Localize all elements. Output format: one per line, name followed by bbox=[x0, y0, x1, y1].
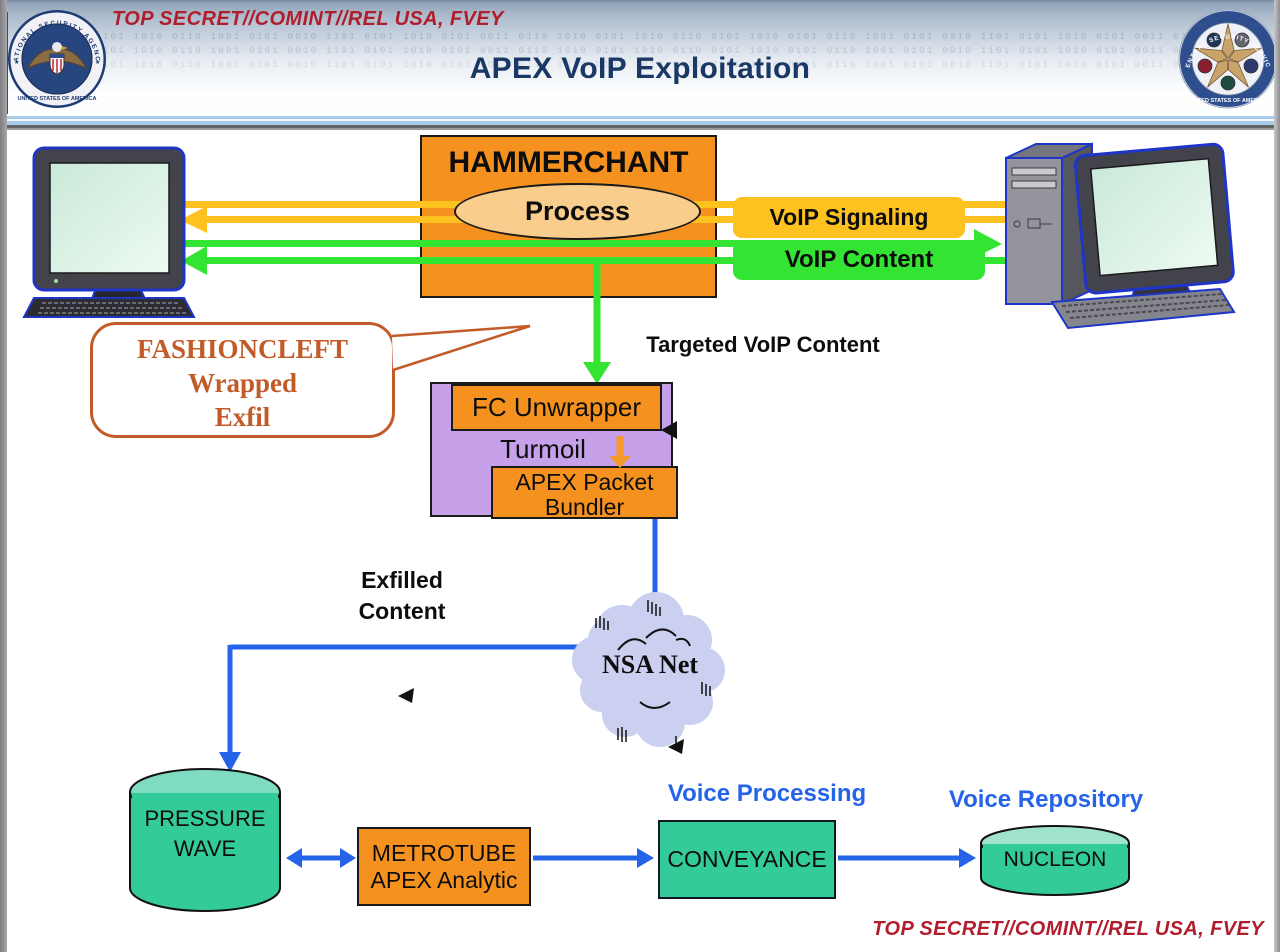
arrow-down-icon bbox=[583, 362, 611, 384]
small-arrow-left-icon bbox=[661, 421, 677, 439]
css-seal-ring-bottom-text: UNITED STATES OF AMERICA bbox=[1188, 98, 1267, 104]
turmoil-internal-arrow bbox=[609, 436, 631, 468]
binary-texture-row: 0101 1010 0110 1001 0101 0010 1101 0101 … bbox=[95, 45, 1270, 56]
small-triangle-icon bbox=[668, 739, 684, 754]
page-title: APEX VoIP Exploitation bbox=[469, 52, 811, 85]
pressure-wave-label: PRESSURE WAVE bbox=[144, 806, 266, 861]
monitor-screen bbox=[49, 162, 170, 274]
svg-text:★: ★ bbox=[14, 59, 19, 66]
arrow-left-icon bbox=[180, 206, 207, 233]
blue-connectors bbox=[227, 519, 962, 861]
voice-repository-label: Voice Repository bbox=[948, 786, 1144, 813]
nsa-net-label: NSA Net bbox=[601, 650, 699, 679]
apex-packet-bundler-box: APEX Packet Bundler bbox=[491, 466, 678, 520]
fc-unwrapper-box: FC Unwrapper bbox=[451, 384, 662, 431]
pressure-wave-cylinder bbox=[129, 768, 281, 912]
binary-texture-row: 0101 1010 0110 1001 0101 0010 1101 0101 … bbox=[95, 59, 1270, 70]
small-triangle-icon bbox=[398, 688, 414, 703]
conveyance-box: CONVEYANCE bbox=[658, 820, 836, 899]
arrow-left-icon bbox=[181, 246, 207, 275]
fashioncleft-bubble: FASHIONCLEFT Wrapped Exfil bbox=[90, 322, 395, 438]
divider-gray bbox=[0, 125, 1280, 130]
css-service-emblems bbox=[1197, 32, 1259, 91]
bubble-tail bbox=[391, 324, 531, 372]
right-workstation bbox=[1005, 142, 1236, 330]
arrow-left-icon bbox=[286, 848, 302, 868]
left-edge-strip bbox=[0, 0, 7, 952]
voice-processing-label: Voice Processing bbox=[667, 780, 867, 807]
exfilled-content-label: Exfilled Content bbox=[358, 567, 446, 624]
classification-bottom: TOP SECRET//COMINT//REL USA, FVEY bbox=[872, 918, 1264, 940]
nucleon-cylinder bbox=[980, 825, 1130, 896]
targeted-voip-content-label: Targeted VoIP Content bbox=[646, 332, 880, 357]
arrow-right-icon bbox=[637, 848, 654, 868]
voip-content-badge: VoIP Content bbox=[733, 240, 985, 280]
arrow-right-icon bbox=[340, 848, 356, 868]
hammerchant-label: HAMMERCHANT bbox=[448, 146, 689, 179]
right-edge-strip bbox=[1274, 0, 1280, 952]
arrow-right-icon bbox=[959, 848, 976, 868]
nsa-net-cloud bbox=[572, 592, 725, 747]
nucleon-label: NUCLEON bbox=[1003, 848, 1107, 871]
css-star-icon bbox=[1194, 23, 1262, 88]
nsa-seal-ring-bottom-text: UNITED STATES OF AMERICA bbox=[17, 96, 96, 102]
left-workstation bbox=[22, 146, 196, 318]
divider-blue bbox=[0, 116, 1280, 125]
keyboard bbox=[1050, 287, 1236, 330]
binary-texture-row: 0101 1010 0110 1001 0101 0010 1101 0101 … bbox=[95, 31, 1270, 42]
cloud-doodles bbox=[595, 600, 711, 746]
svg-text:★: ★ bbox=[95, 59, 100, 66]
voip-signaling-badge: VoIP Signaling bbox=[733, 197, 965, 238]
monitor-screen bbox=[1089, 157, 1219, 277]
metrotube-box: METROTUBE APEX Analytic bbox=[357, 827, 531, 906]
arrow-down-icon bbox=[609, 456, 631, 468]
classification-top: TOP SECRET//COMINT//REL USA, FVEY bbox=[112, 8, 504, 30]
arrow-down-icon bbox=[219, 752, 241, 772]
turmoil-label: Turmoil bbox=[500, 434, 586, 464]
process-ellipse: Process bbox=[454, 183, 701, 240]
header-banner: 0101 1010 0110 1001 0101 0010 1101 0101 … bbox=[0, 0, 1280, 119]
blue-arrowheads bbox=[219, 752, 976, 868]
